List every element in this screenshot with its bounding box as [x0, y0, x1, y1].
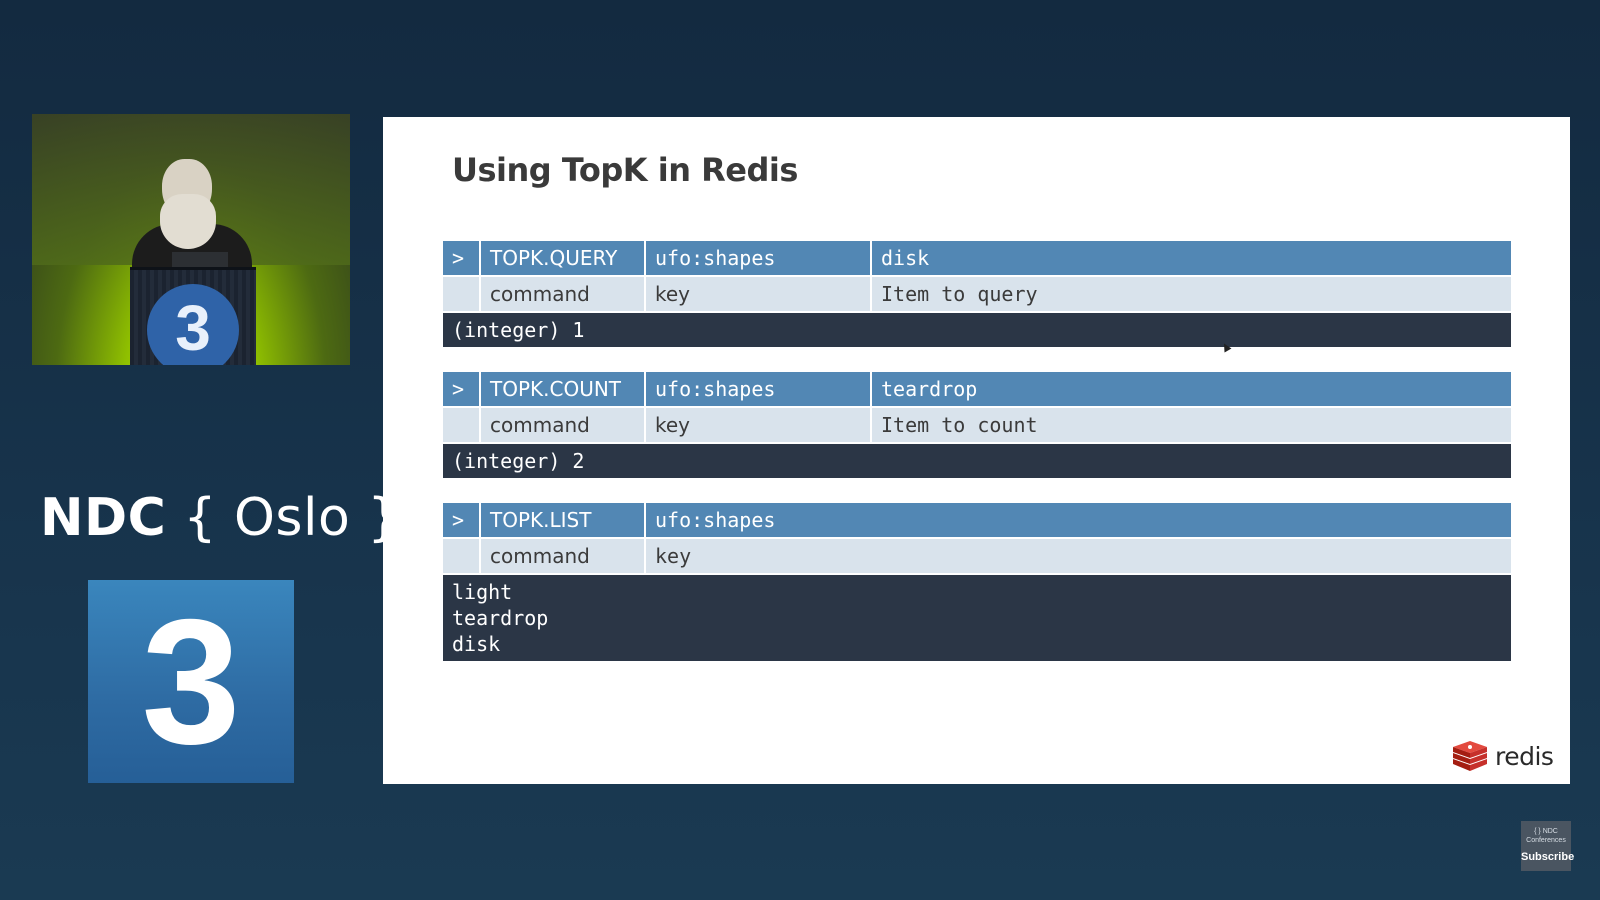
prompt-symbol: > [443, 372, 481, 406]
desc-argument: Item to query [881, 282, 1038, 306]
desc-key: key [655, 544, 692, 568]
subscribe-brand-line1: { } NDC [1534, 828, 1558, 835]
ndc-logo-city: { Oslo } [183, 488, 401, 548]
output-line: (integer) 2 [452, 449, 585, 473]
command-name: TOPK.LIST [481, 503, 646, 537]
ndc-logo-bold: NDC [40, 488, 167, 548]
output-line: (integer) 1 [452, 318, 585, 342]
desc-key: key [646, 277, 872, 311]
desc-key: key [646, 408, 872, 442]
output-line: teardrop [452, 606, 549, 630]
redis-wordmark: redis [1495, 741, 1554, 771]
output-line: light [452, 580, 513, 604]
subscribe-label: Subscribe [1521, 851, 1575, 863]
command-row: > TOPK.QUERY ufo:shapes disk [443, 241, 1511, 277]
subscribe-button[interactable]: { } NDC Conferences Subscribe [1521, 821, 1575, 871]
redis-logo: redis [1451, 739, 1554, 773]
prompt-symbol: > [443, 241, 481, 275]
output-box: (integer) 1 [443, 313, 1511, 347]
prompt-spacer [443, 539, 481, 573]
desc-command: command [481, 408, 646, 442]
command-name: TOPK.QUERY [481, 241, 646, 275]
desc-argument: Item to count [881, 413, 1038, 437]
desc-command: command [481, 277, 646, 311]
prompt-symbol: > [443, 503, 481, 537]
command-row: > TOPK.LIST ufo:shapes [443, 503, 1511, 539]
description-row: command key Item to query [443, 277, 1511, 313]
output-line: disk [452, 632, 501, 656]
command-block-list: > TOPK.LIST ufo:shapes command key light… [443, 503, 1511, 661]
output-box: (integer) 2 [443, 444, 1511, 478]
command-block-count: > TOPK.COUNT ufo:shapes teardrop command… [443, 372, 1511, 478]
laptop [172, 252, 228, 268]
subscribe-brand-line2: Conferences [1526, 837, 1566, 844]
prompt-spacer [443, 277, 481, 311]
room-number: 3 [88, 580, 294, 783]
description-row: command key [443, 539, 1511, 575]
podium-room-badge: 3 [147, 284, 239, 365]
command-argument: teardrop [881, 377, 978, 401]
speaker-video: 3 [32, 114, 350, 365]
speaker-beard [160, 194, 216, 249]
command-argument: disk [881, 246, 930, 270]
prompt-spacer [443, 408, 481, 442]
command-row: > TOPK.COUNT ufo:shapes teardrop [443, 372, 1511, 408]
command-key: ufo:shapes [646, 372, 872, 406]
command-block-query: > TOPK.QUERY ufo:shapes disk command key… [443, 241, 1511, 347]
command-key: ufo:shapes [646, 241, 872, 275]
ndc-oslo-logo: NDC { Oslo } [40, 488, 401, 548]
slide-title: Using TopK in Redis [452, 151, 798, 189]
output-box: light teardrop disk [443, 575, 1511, 661]
command-key: ufo:shapes [655, 508, 776, 532]
command-name: TOPK.COUNT [481, 372, 646, 406]
presentation-slide: Using TopK in Redis > TOPK.QUERY ufo:sha… [383, 117, 1570, 784]
desc-command: command [481, 539, 646, 573]
description-row: command key Item to count [443, 408, 1511, 444]
redis-cube-icon [1453, 741, 1487, 771]
